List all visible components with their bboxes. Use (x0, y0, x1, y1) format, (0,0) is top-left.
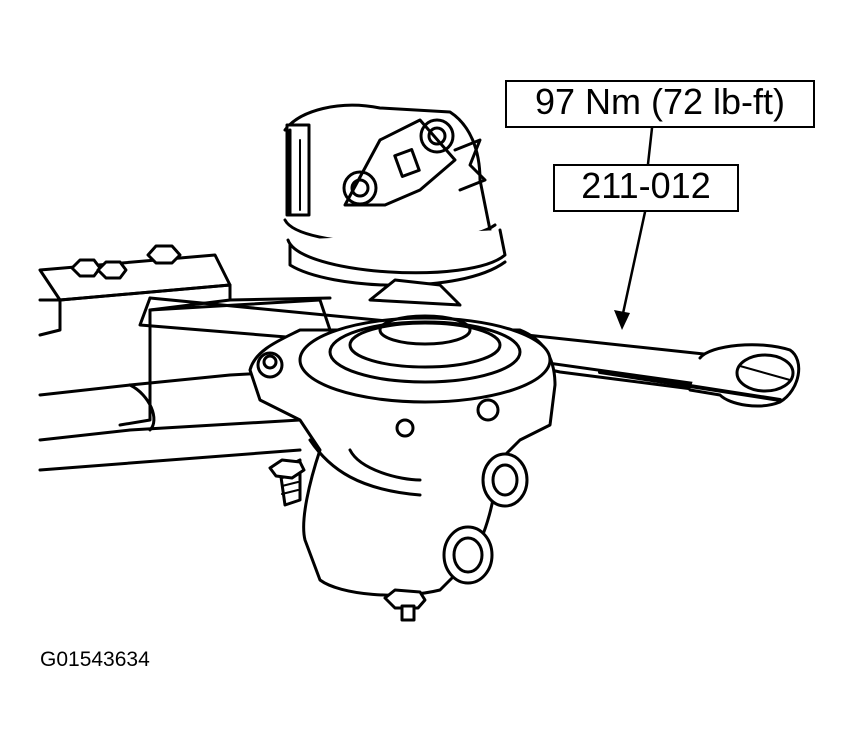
figure-id-label: G01543634 (40, 648, 150, 671)
return-port (442, 525, 494, 585)
mounting-stud (268, 458, 306, 507)
steering-coupling (283, 103, 507, 307)
callout-leader-arrow (614, 126, 654, 330)
adjuster-plug (383, 588, 427, 622)
frame-nut-1 (70, 244, 182, 280)
pressure-port (481, 452, 529, 508)
pinch-clamp (343, 118, 487, 207)
torque-spec-callout: 97 Nm (72 lb-ft) (505, 80, 815, 128)
pinch-bolt-upper (419, 118, 455, 154)
tool-number-callout: 211-012 (553, 164, 739, 212)
